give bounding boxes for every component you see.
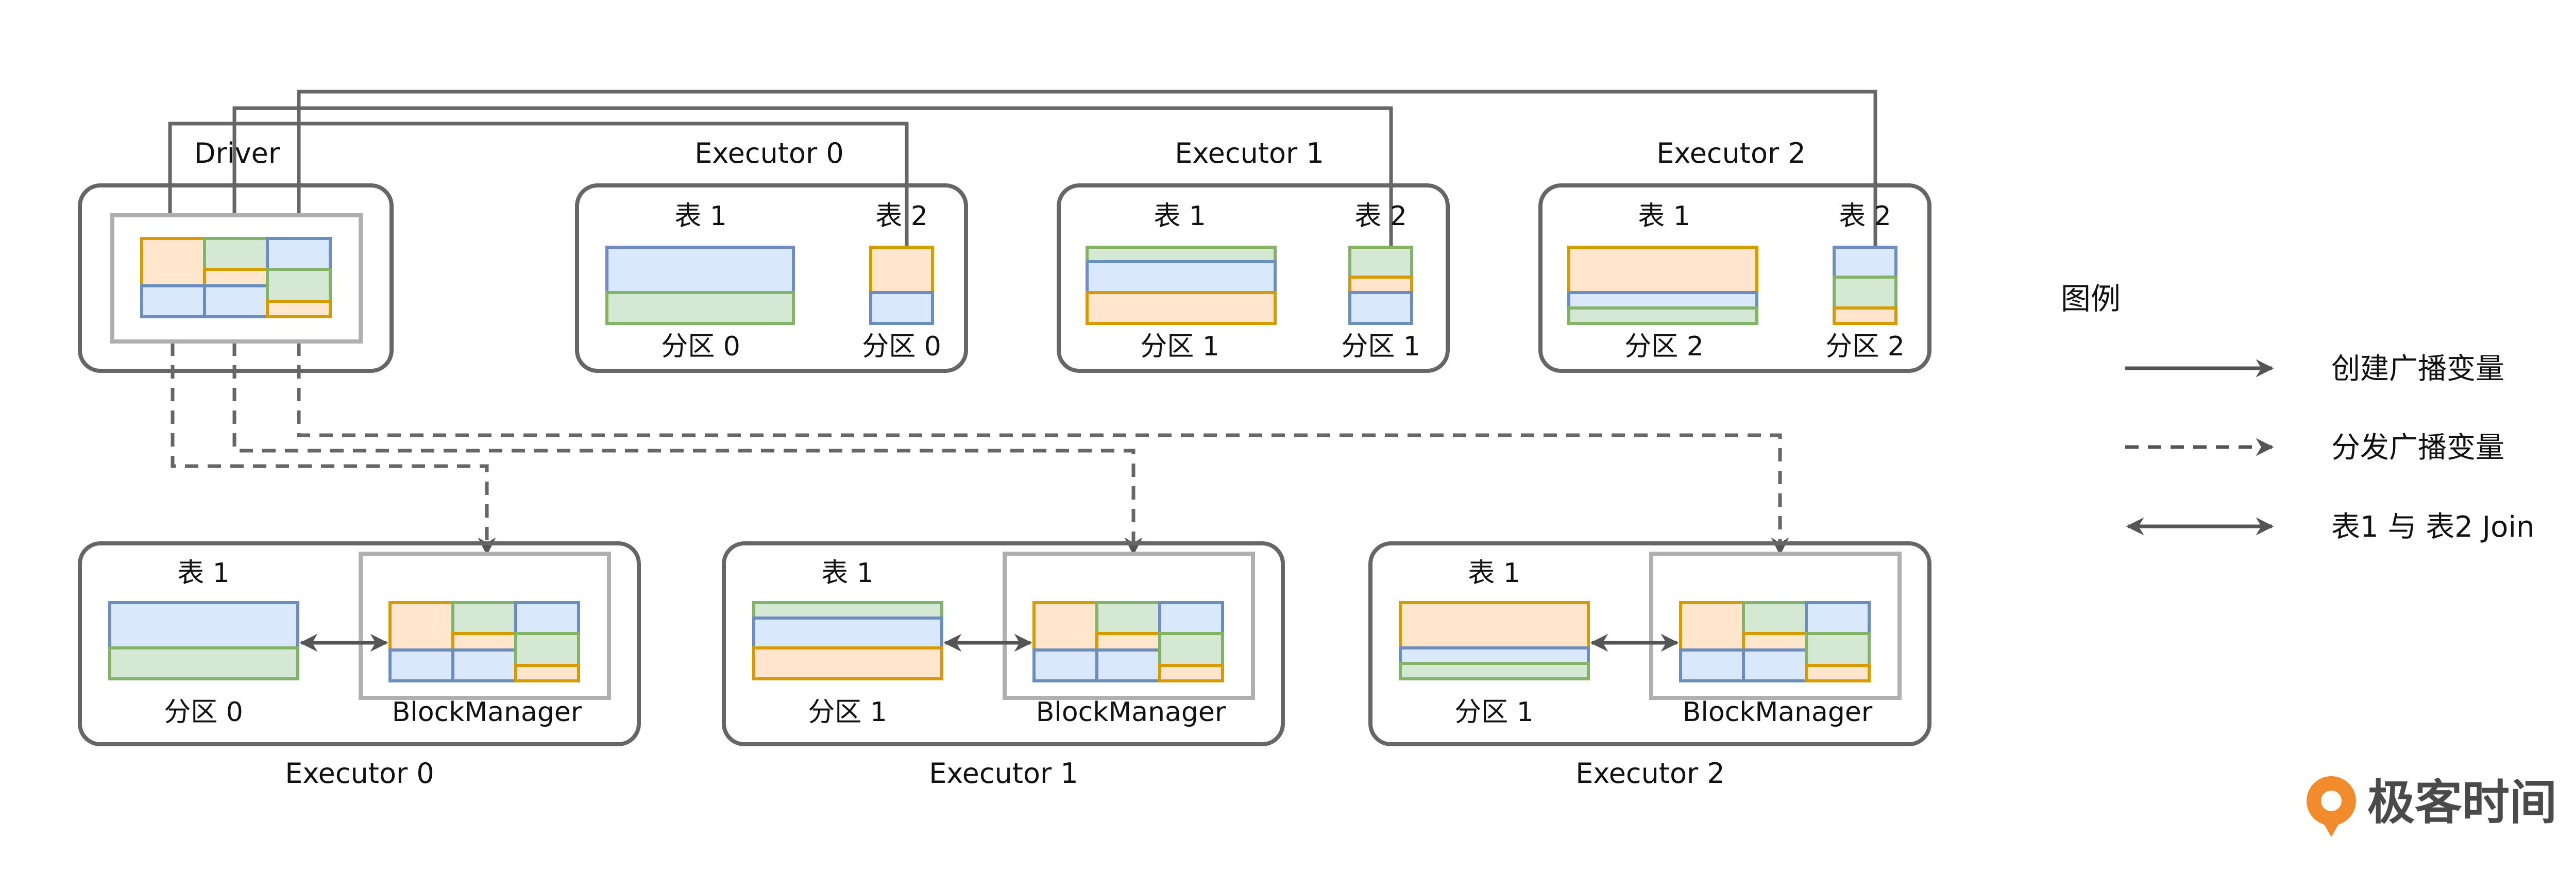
bottom-executor-0-table1-partition [108, 601, 299, 680]
distribute-line-executor-0 [171, 343, 496, 556]
top-executor-2: Executor 2 表 1 表 2 分区 2 分区 2 [1538, 137, 1931, 373]
create-line-executor-1 [225, 106, 1393, 250]
bottom-executor-0-blockmanager-label: BlockManager [392, 697, 582, 728]
distribute-line-executor-2 [297, 343, 1789, 556]
top-executor-1-table2-label: 表 2 [1354, 201, 1407, 232]
bottom-executor-1: 表 1 表 2 分区 1 BlockManager Executor 1 [722, 541, 1285, 790]
bottom-executor-0-table1-label: 表 1 [177, 558, 230, 589]
top-executor-0-table1-label: 表 1 [674, 201, 727, 232]
top-executor-2-frame [1538, 183, 1931, 373]
bottom-executor-0-partition-label: 分区 0 [164, 697, 243, 728]
bottom-executor-1-blockmanager-label: BlockManager [1036, 697, 1226, 728]
bottom-executor-2-frame [1368, 541, 1931, 746]
bottom-executor-2-table1-partition [1399, 601, 1590, 680]
legend-item-distribute-label: 分发广播变量 [2331, 431, 2504, 465]
top-executor-0-table1-partition [605, 246, 795, 325]
bottom-executor-1-title: Executor 1 [929, 757, 1078, 790]
driver-frame [78, 183, 394, 373]
top-executor-1-title: Executor 1 [1175, 137, 1324, 169]
bottom-executor-2-title: Executor 2 [1575, 757, 1725, 790]
top-executor-1: Executor 1 表 1 表 2 分区 1 分区 1 [1057, 137, 1450, 373]
top-executor-0-table2-partition [869, 246, 934, 325]
top-executor-0-table2-label: 表 2 [875, 201, 928, 232]
legend-item-create-label: 创建广播变量 [2331, 352, 2504, 386]
bottom-executor-0-title: Executor 0 [285, 757, 434, 790]
driver-table2-blocks [140, 237, 332, 318]
bottom-executor-2-broadcast-blocks [1679, 601, 1871, 682]
bottom-executor-1-table1-partition [752, 601, 943, 680]
bottom-executor-2: 表 1 表 2 分区 1 BlockManager Executor 2 [1368, 541, 1931, 790]
bottom-executor-1-partition-label: 分区 1 [808, 697, 887, 728]
create-broadcast-lines [161, 90, 1877, 250]
bottom-executor-2-blockmanager-label: BlockManager [1683, 697, 1873, 728]
top-executor-2-table1-label: 表 1 [1638, 201, 1690, 232]
bottom-executor-2-table1-label: 表 1 [1468, 558, 1520, 589]
top-executor-0-title: Executor 0 [694, 137, 844, 169]
brand-logo: 极客时间 [2307, 775, 2557, 837]
top-executor-1-partition2-label: 分区 1 [1341, 331, 1420, 362]
top-executor-0-partition1-label: 分区 0 [661, 331, 740, 362]
legend-title: 图例 [2061, 281, 2121, 316]
top-executor-2-table2-partition [1833, 246, 1897, 325]
brand-name: 极客时间 [2367, 775, 2557, 830]
bottom-executor-0-frame [78, 541, 641, 746]
top-executor-0-frame [575, 183, 968, 373]
top-executor-2-partition1-label: 分区 2 [1624, 331, 1704, 362]
top-executor-2-table1-partition [1567, 246, 1758, 325]
driver-node: Driver [78, 137, 394, 373]
top-executor-0: Executor 0 表 1 表 2 分区 0 分区 0 [575, 137, 968, 373]
bottom-executor-2-partition-label: 分区 1 [1454, 697, 1534, 728]
top-executor-1-table1-partition [1086, 246, 1277, 325]
bottom-executor-1-frame [722, 541, 1285, 746]
top-executor-1-partition1-label: 分区 1 [1140, 331, 1219, 362]
distribute-broadcast-lines [171, 343, 1789, 556]
top-executor-0-partition2-label: 分区 0 [862, 331, 941, 362]
top-executor-1-table1-label: 表 1 [1154, 201, 1206, 232]
top-executor-1-table2-partition [1348, 246, 1413, 325]
bottom-executor-0-broadcast-blocks [388, 601, 580, 682]
driver-title: Driver [194, 137, 280, 169]
distribute-line-executor-1 [232, 343, 1143, 556]
bottom-executor-0: 表 1 表 2 分区 0 BlockManager Executor 0 [78, 541, 641, 790]
top-executor-1-frame [1057, 183, 1450, 373]
top-executor-2-title: Executor 2 [1656, 137, 1806, 169]
top-executor-2-partition2-label: 分区 2 [1825, 331, 1905, 362]
bottom-executor-1-broadcast-blocks [1032, 601, 1224, 682]
top-executor-2-table2-label: 表 2 [1839, 201, 1891, 232]
create-line-executor-2 [290, 90, 1877, 250]
bottom-executor-1-table1-label: 表 1 [821, 558, 874, 589]
brand-logo-icon [2307, 776, 2356, 837]
legend-item-join-label: 表1 与 表2 Join [2331, 510, 2535, 544]
legend: 图例 创建广播变量 分发广播变量 表1 与 表2 Join [2061, 281, 2535, 544]
